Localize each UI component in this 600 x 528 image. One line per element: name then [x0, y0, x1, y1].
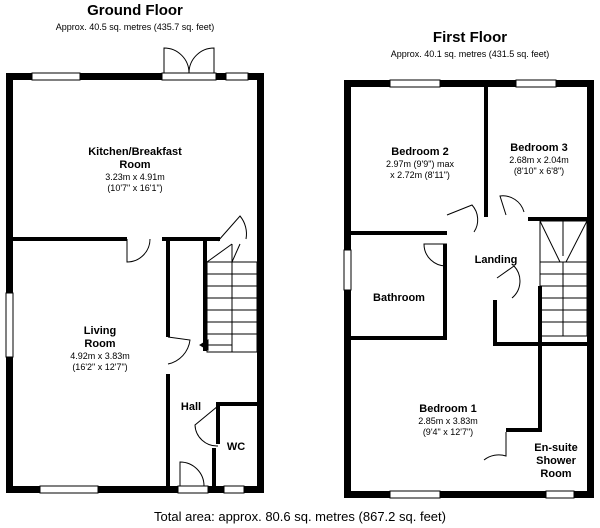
room-kitchen-name-line2: Room [119, 159, 151, 171]
room-landing-name: Landing [474, 254, 518, 266]
room-wc-name: WC [226, 441, 246, 453]
ground-floor-stairs [199, 243, 258, 353]
first-floor-doors [423, 195, 525, 461]
room-bedroom3-name: Bedroom 3 [510, 142, 568, 154]
room-kitchen-name-line1: Kitchen/Breakfast [88, 146, 182, 158]
room-ensuite: En-suite Shower Room [524, 442, 588, 481]
room-living-name-line2: Room [84, 338, 116, 350]
ground-floor-area: Approx. 40.5 sq. metres (435.7 sq. feet) [55, 22, 215, 32]
room-bedroom2: Bedroom 2 2.97m (9'9") max x 2.72m (8'11… [360, 146, 480, 181]
room-bedroom2-name: Bedroom 2 [391, 146, 449, 158]
kitchen-patio-doors [161, 47, 217, 81]
room-kitchen-dim-imperial: (10'7" x 16'1") [107, 183, 163, 193]
room-living-dim-imperial: (16'2" x 12'7") [72, 362, 128, 372]
room-ensuite-name-line1: En-suite [534, 442, 578, 454]
first-floor-title: First Floor [432, 29, 508, 46]
room-hall-name: Hall [180, 401, 202, 413]
first-floor-stairs [539, 220, 588, 337]
room-bedroom3-dim-imperial: (8'10" x 6'8") [513, 166, 565, 176]
room-living-dim-metric: 4.92m x 3.83m [70, 351, 130, 361]
total-area: Total area: approx. 80.6 sq. metres (867… [154, 509, 446, 524]
room-bathroom-name: Bathroom [373, 292, 425, 304]
room-ensuite-name-line2: Shower [536, 455, 576, 467]
room-ensuite-name-line3: Room [540, 468, 572, 480]
room-living: Living Room 4.92m x 3.83m (16'2" x 12'7"… [45, 325, 155, 373]
room-bedroom2-dim-line2: x 2.72m (8'11") [390, 170, 450, 180]
ground-floor-doors [126, 215, 247, 487]
room-kitchen-dim-metric: 3.23m x 4.91m [105, 172, 165, 182]
room-bedroom1-dim-imperial: (9'4" x 12'7") [422, 427, 474, 437]
first-floor-area: Approx. 40.1 sq. metres (431.5 sq. feet) [390, 49, 550, 59]
ground-floor-title: Ground Floor [87, 2, 183, 19]
ground-floor-windows [5, 72, 249, 494]
room-bedroom2-dim-line1: 2.97m (9'9") max [386, 159, 454, 169]
room-bedroom1-dim-metric: 2.85m x 3.83m [418, 416, 478, 426]
room-living-name-line1: Living [83, 325, 117, 337]
first-floor-windows [343, 79, 575, 499]
ground-floor-walls [6, 73, 264, 493]
room-bedroom3-dim-metric: 2.68m x 2.04m [509, 155, 569, 165]
room-bedroom1: Bedroom 1 2.85m x 3.83m (9'4" x 12'7") [400, 403, 496, 438]
room-bedroom1-name: Bedroom 1 [419, 403, 477, 415]
room-kitchen: Kitchen/Breakfast Room 3.23m x 4.91m (10… [50, 146, 220, 194]
room-bedroom3: Bedroom 3 2.68m x 2.04m (8'10" x 6'8") [492, 142, 586, 177]
